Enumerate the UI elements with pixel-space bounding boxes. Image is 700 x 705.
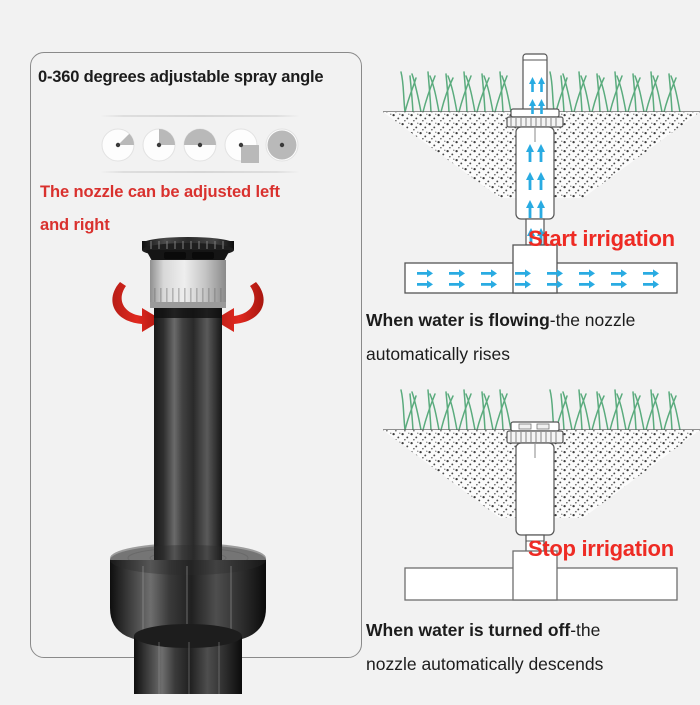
spray-angle-45-icon [100,127,136,163]
caption-reg-2: -the [570,620,601,640]
nozzle-adjust-text-line2: and right [40,216,110,234]
stop-irrigation-caption: When water is turned off-the nozzle auto… [366,613,700,681]
nozzle-adjust-text-line1: The nozzle can be adjusted left [40,183,280,201]
caption-reg-1: -the nozzle [549,310,636,330]
rotate-left-arrow [112,282,162,332]
caption-bold-1: When water is flowing [366,310,550,330]
divider-top [100,115,300,117]
spray-angle-row [100,124,300,166]
page-title: 0-360 degrees adjustable spray angle [38,68,324,86]
caption-line2-2: nozzle automatically descends [366,654,604,674]
spray-angle-90-icon [141,127,177,163]
stop-irrigation-diagram [383,378,700,608]
grass-blades [400,389,681,431]
caption-line2-1: automatically rises [366,344,510,364]
grass-blades [400,71,681,113]
start-irrigation-caption: When water is flowing-the nozzle automat… [366,303,700,371]
caption-bold-2: When water is turned off [366,620,571,640]
divider-bottom [100,171,300,173]
spray-angle-180-icon [182,127,218,163]
t-junction-pipe-with-flow [404,244,678,294]
rotate-right-arrow [214,282,264,332]
retracted-nozzle-cap [510,421,560,432]
sprinkler-collar [506,430,564,444]
t-junction-pipe-empty [404,550,678,601]
spray-angle-270-icon [223,127,259,163]
stop-irrigation-label: Stop irrigation [528,536,674,561]
spray-angle-360-icon [264,127,300,163]
water-flow-arrows-up [526,77,545,245]
pop-up-sprinkler-photo [98,230,278,700]
sprinkler-collar [506,116,564,128]
start-irrigation-label: Start irrigation [528,226,675,251]
start-irrigation-diagram [383,50,700,300]
